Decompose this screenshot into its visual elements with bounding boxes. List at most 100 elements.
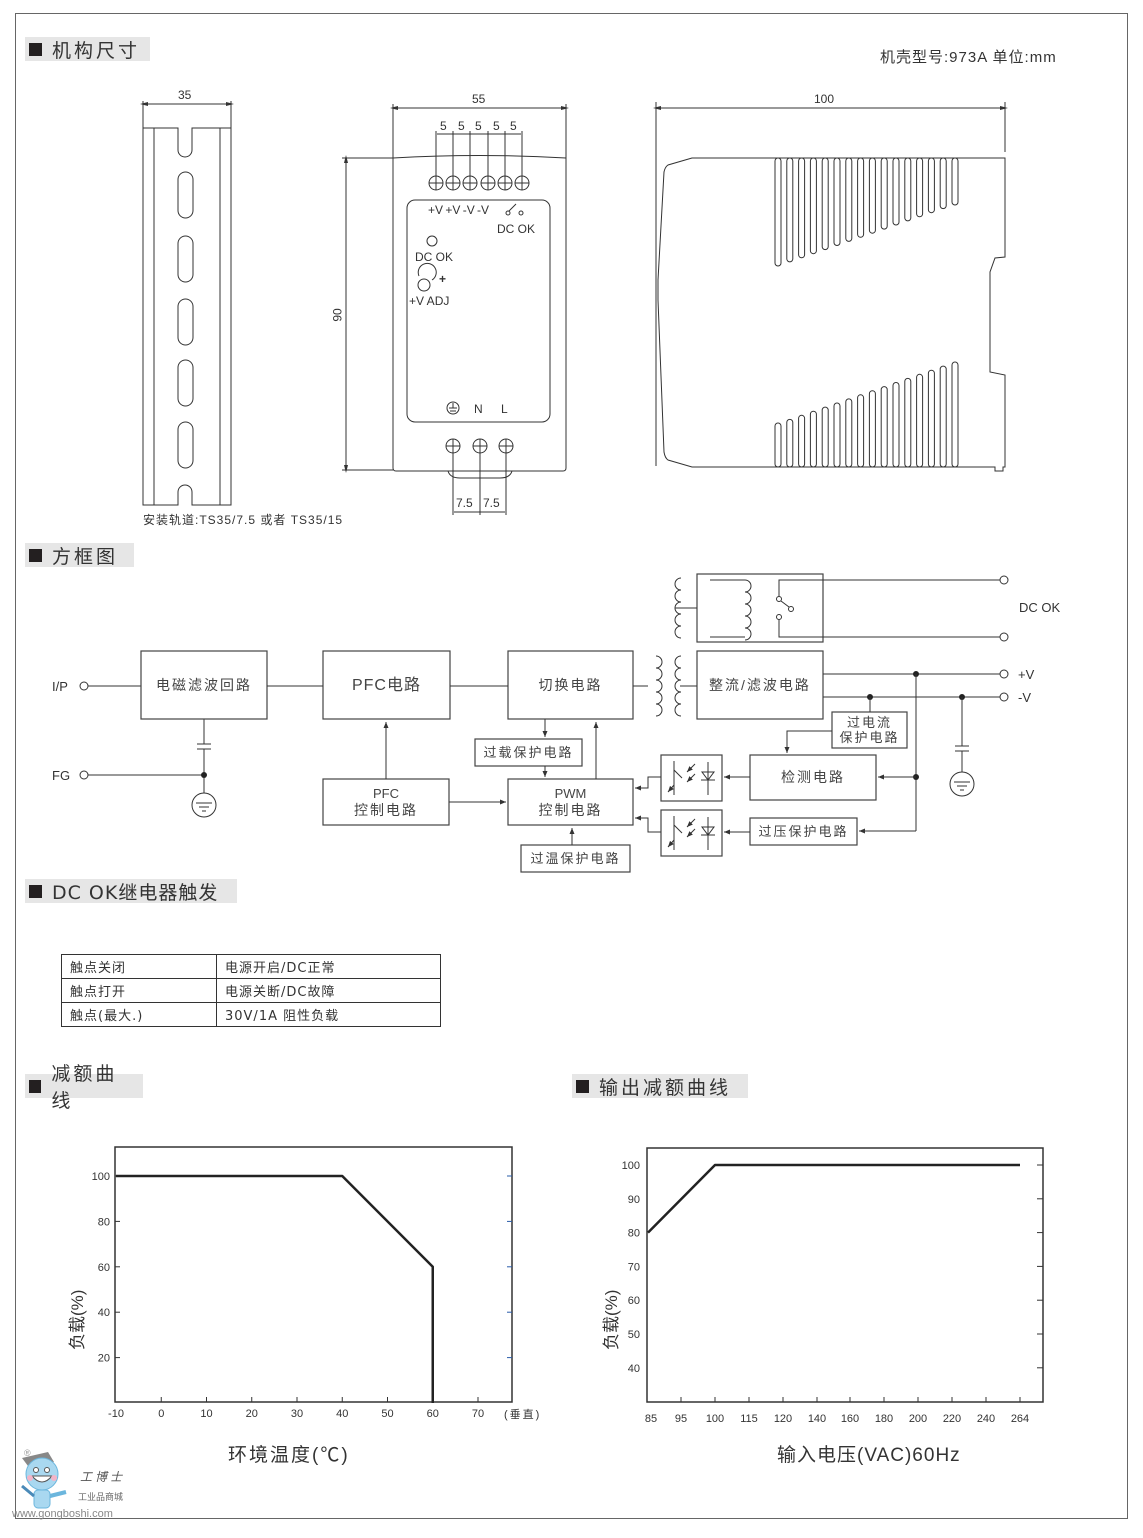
fin xyxy=(857,157,865,238)
pitch-label: 5 xyxy=(440,119,447,133)
y-tick-label: 40 xyxy=(628,1363,640,1375)
optocoupler-icon xyxy=(667,761,715,795)
y-tick-label: 50 xyxy=(628,1329,640,1341)
x-tick-label: 160 xyxy=(841,1413,859,1425)
optocoupler-icon xyxy=(667,816,715,850)
x-tick-label: 60 xyxy=(427,1408,439,1420)
earth-ground-icon xyxy=(191,792,217,818)
y-tick-label: 80 xyxy=(628,1228,640,1240)
front-width-label: 55 xyxy=(472,92,486,106)
fin xyxy=(904,157,912,222)
plot-frame xyxy=(114,1146,513,1403)
bullet-square-icon xyxy=(576,1079,589,1093)
din-rail-caption: 安装轨道:TS35/7.5 或者 TS35/15 xyxy=(143,513,344,527)
registered-mark: ® xyxy=(24,1448,31,1458)
section-title-text: DC OK继电器触发 xyxy=(52,881,219,904)
x-tick-label: 40 xyxy=(336,1408,348,1420)
watermark-subtitle: 工业品商城 xyxy=(78,1492,124,1502)
section-title-derating: 减额曲线 xyxy=(25,1063,143,1112)
fin xyxy=(774,422,782,468)
fin xyxy=(809,410,817,468)
fin xyxy=(868,157,876,234)
fin xyxy=(798,414,806,468)
fg-label: FG xyxy=(52,768,71,783)
table-cell: 30V/1A 阻性负载 xyxy=(216,1002,441,1027)
output-derating-line xyxy=(647,1163,1020,1234)
x-tick-label: 70 xyxy=(472,1408,484,1420)
fin xyxy=(916,373,924,468)
fin xyxy=(833,402,841,468)
table-cell: 触点关闭 xyxy=(61,954,217,979)
x-tick-label: 220 xyxy=(943,1413,961,1425)
output-terminal-labels: +V +V -V -V xyxy=(428,203,490,217)
y-tick-label: 20 xyxy=(98,1353,110,1365)
top-terminal-screws xyxy=(428,175,530,191)
fin xyxy=(880,157,888,230)
bottom-pitch-label: 7.5 xyxy=(456,496,473,510)
fin xyxy=(916,157,924,218)
fin xyxy=(927,369,935,468)
fin xyxy=(939,365,947,468)
ground-terminal-icon xyxy=(446,401,460,415)
x-tick-label: 0 xyxy=(158,1408,164,1420)
block-switching: 切换电路 xyxy=(538,676,603,693)
x-tick-label: -10 xyxy=(108,1408,124,1420)
table-row: 触点打开电源关断/DC故障 xyxy=(61,978,441,1003)
x-tick-label: 180 xyxy=(875,1413,893,1425)
table-cell: 电源关断/DC故障 xyxy=(216,978,441,1003)
chart1-x-note: (垂直) xyxy=(504,1409,542,1421)
section-title-text: 减额曲线 xyxy=(51,1063,118,1112)
chart2-ylabel: 负载(%) xyxy=(602,1289,621,1350)
bullet-square-icon xyxy=(29,548,42,562)
plot-frame xyxy=(646,1147,1044,1403)
x-tick-label: 264 xyxy=(1011,1413,1029,1425)
dc-ok-relay-table: 触点关闭电源开启/DC正常 触点打开电源关断/DC故障 触点(最大.)30V/1… xyxy=(61,954,441,1027)
relay-contact-icon xyxy=(505,203,524,216)
x-tick-label: 240 xyxy=(977,1413,995,1425)
block-label: PWM xyxy=(554,786,587,801)
section-title-text: 输出减额曲线 xyxy=(599,1076,732,1099)
x-tick-label: 140 xyxy=(808,1413,826,1425)
fin xyxy=(798,157,806,259)
din-rail-slots xyxy=(177,171,194,469)
block-emi-filter: 电磁滤波回路 xyxy=(156,676,252,693)
y-tick-label: 70 xyxy=(628,1261,640,1273)
case-info: 机壳型号:973A 单位:mm xyxy=(880,49,1057,66)
block-label: 控制电路 xyxy=(538,802,603,818)
dc-ok-led-label: DC OK xyxy=(415,250,454,264)
adj-plus-label: + xyxy=(439,272,447,286)
fin xyxy=(821,157,829,251)
dc-ok-led-icon xyxy=(426,235,438,247)
fin xyxy=(845,157,853,242)
bullet-square-icon xyxy=(29,42,42,56)
block-label: PFC xyxy=(373,786,399,801)
block-overload: 过载保护电路 xyxy=(483,745,574,760)
y-tick-label: 100 xyxy=(622,1160,640,1172)
block-label: 过电流 xyxy=(846,715,892,730)
adjust-pot-icon xyxy=(417,262,437,292)
input-label-n: N xyxy=(474,402,483,416)
fin xyxy=(833,157,841,246)
fin xyxy=(904,377,912,468)
block-label: 控制电路 xyxy=(354,802,418,818)
fin xyxy=(892,382,900,468)
x-tick-label: 85 xyxy=(645,1413,657,1425)
pitch-label: 5 xyxy=(493,119,500,133)
table-row: 触点(最大.)30V/1A 阻性负载 xyxy=(61,1002,441,1027)
fin xyxy=(786,418,794,468)
aux-transformer-icon xyxy=(674,577,697,639)
bullet-square-icon xyxy=(29,884,42,898)
x-tick-label: 95 xyxy=(675,1413,687,1425)
block-detection: 检测电路 xyxy=(781,769,845,785)
x-tick-label: 10 xyxy=(200,1408,212,1420)
fin xyxy=(809,157,817,255)
pitch-label: 5 xyxy=(510,119,517,133)
y-tick-label: 60 xyxy=(98,1262,110,1274)
